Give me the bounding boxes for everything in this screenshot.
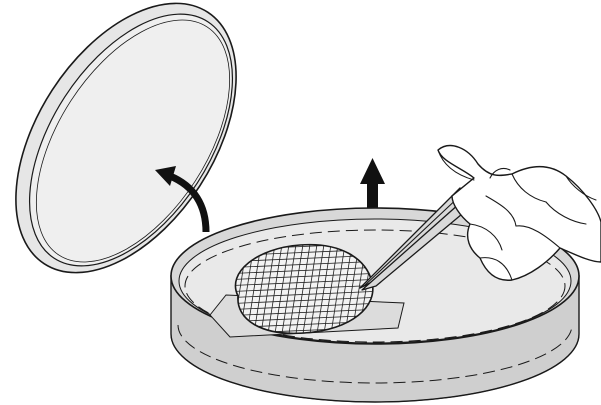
illustration-canvas <box>0 0 601 405</box>
procedure-illustration <box>0 0 601 405</box>
